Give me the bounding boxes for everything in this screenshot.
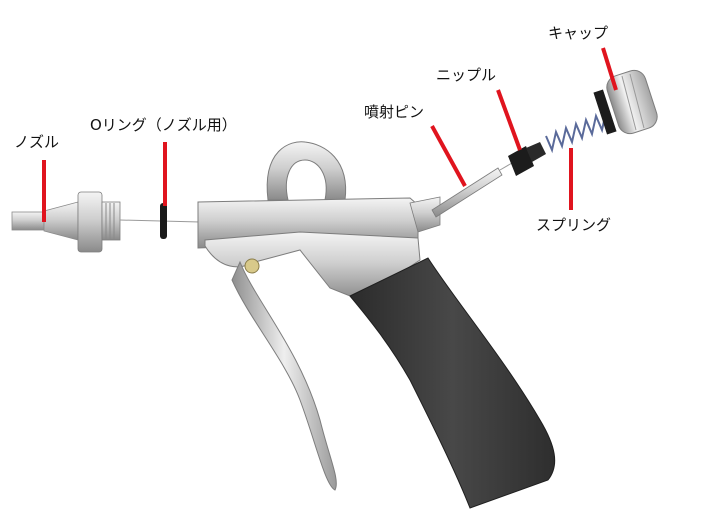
label-o-ring: Oリング（ノズル用） xyxy=(90,116,237,134)
label-spring: スプリング xyxy=(536,216,612,234)
label-injection-pin: 噴射ピン xyxy=(364,103,425,121)
leader-lines xyxy=(42,47,618,222)
nozzle-part xyxy=(11,191,121,253)
leader-nipple xyxy=(496,89,522,151)
leader-cap xyxy=(601,47,618,91)
spring-part xyxy=(545,109,613,154)
leader-pin xyxy=(430,125,467,187)
o-ring-part xyxy=(160,203,167,239)
injection-pin-part xyxy=(431,167,503,218)
label-nozzle: ノズル xyxy=(14,133,60,151)
gun-body-part xyxy=(197,141,441,491)
nipple-part xyxy=(508,142,546,176)
grip-part xyxy=(349,257,556,509)
label-cap: キャップ xyxy=(548,24,609,42)
label-nipple: ニップル xyxy=(436,66,497,84)
cap-part xyxy=(593,69,658,135)
